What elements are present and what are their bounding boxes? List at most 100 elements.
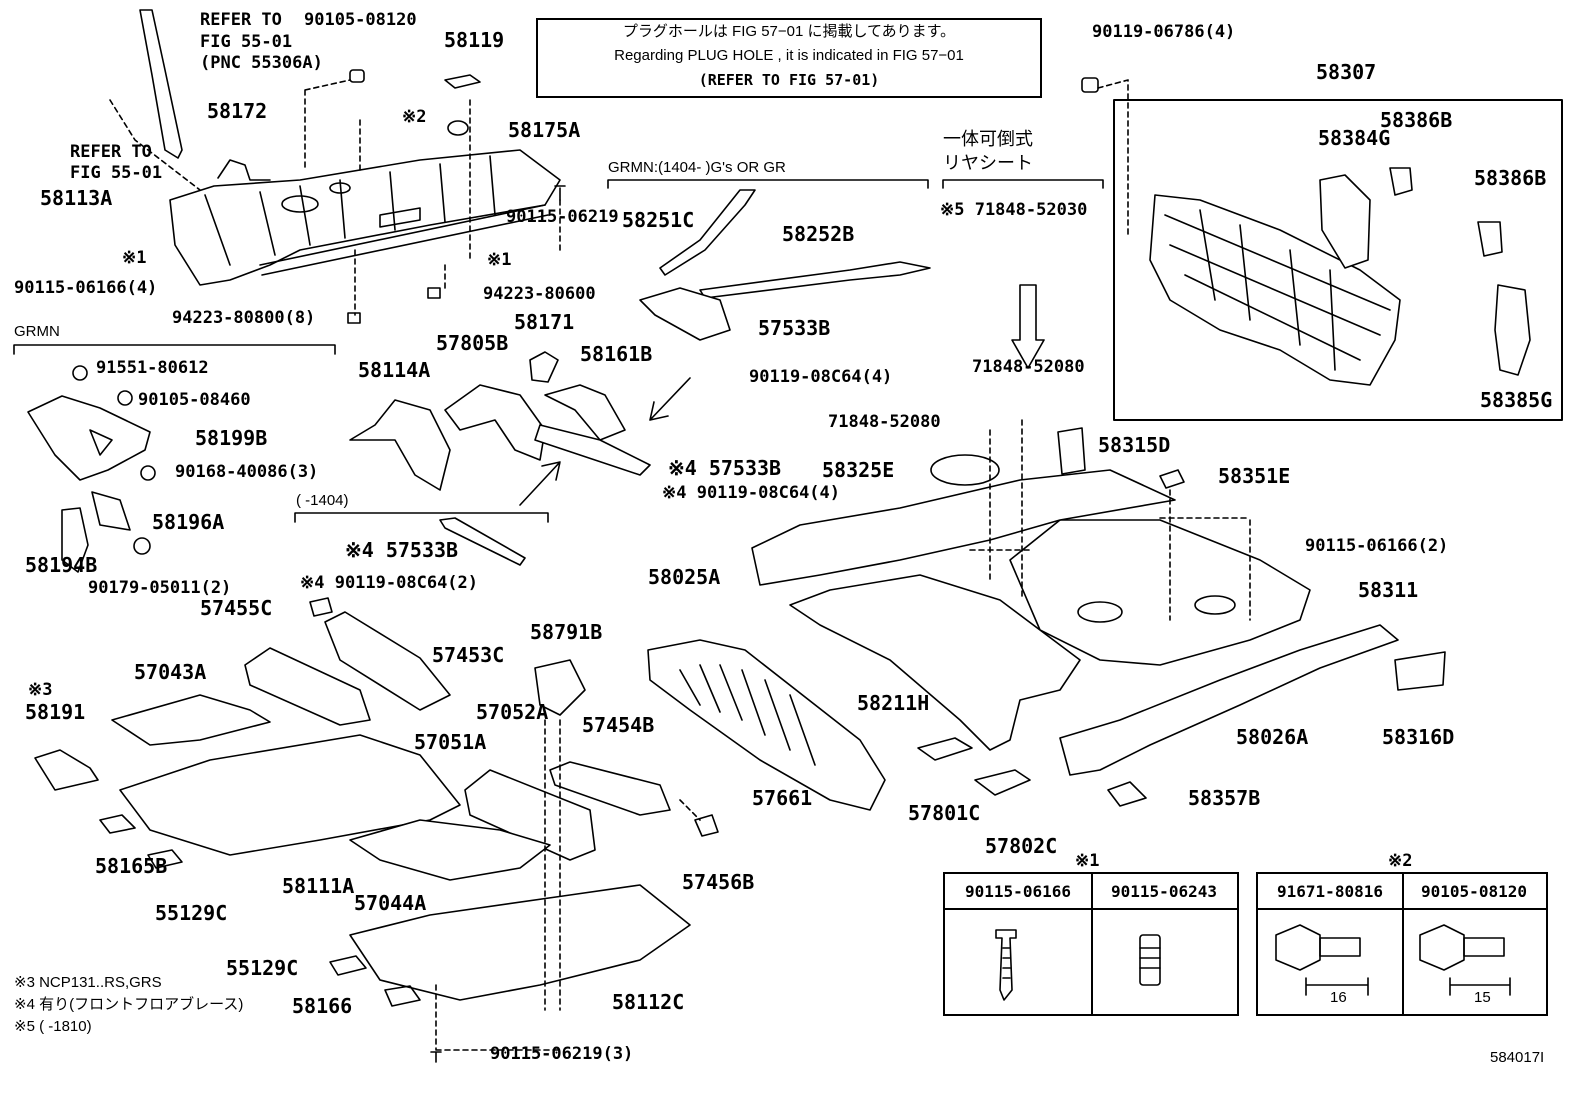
label-mark1-b: ※1 [487, 250, 512, 270]
clip-57456b [694, 814, 719, 837]
label-58316d: 58316D [1382, 725, 1455, 749]
notice-line-en: Regarding PLUG HOLE , it is indicated in… [614, 47, 964, 64]
bracket-58199b [27, 395, 151, 481]
label-55129c-b: 55129C [226, 956, 299, 980]
label-90119-08c64-4a: 90119-08C64(4) [749, 367, 893, 387]
label-mark1-a: ※1 [122, 248, 147, 268]
part-58325e [930, 454, 1000, 486]
bracket-seat [942, 179, 1104, 189]
part-57533b-mid [534, 424, 651, 476]
label-mark3: ※3 [28, 680, 53, 700]
label-57456b: 57456B [682, 870, 755, 894]
label-90115-06219: 90115-06219 [506, 207, 619, 227]
part-58171 [529, 351, 559, 383]
label-58191: 58191 [25, 700, 86, 724]
part-57043a [111, 694, 271, 746]
rear-floor-58311 [1009, 519, 1311, 666]
label-58113a: 58113A [40, 186, 113, 210]
part-57044a [349, 819, 551, 881]
fastener-detail-1 [995, 929, 1161, 1001]
label-57044a: 57044A [354, 891, 427, 915]
table2-dim2: 15 [1474, 989, 1491, 1006]
notice-line-jp: プラグホールは FIG 57−01 に掲載してあります。 [622, 23, 956, 40]
leader-dashes-58307 [1097, 79, 1129, 236]
bolt-90105-08460 [117, 390, 133, 406]
label-58165b: 58165B [95, 854, 168, 878]
part-58194b [61, 507, 89, 573]
label-57453c: 57453C [432, 643, 505, 667]
notice-line-refer: (REFER TO FIG 57-01) [698, 71, 880, 89]
label-58311: 58311 [1358, 578, 1419, 602]
part-58357b [1107, 781, 1147, 807]
table2: 91671-80816 90105-08120 [1256, 872, 1548, 1016]
label-57455c: 57455C [200, 596, 273, 620]
label-57802c: 57802C [985, 834, 1058, 858]
part-57533b-low [439, 517, 526, 566]
label-58251c: 58251C [622, 208, 695, 232]
table2-col2: 90105-08120 [1402, 874, 1546, 910]
panel-57661 [647, 639, 886, 811]
nut-94223-80800 [347, 312, 361, 324]
table1-col2: 90115-06243 [1091, 874, 1237, 910]
label-90115-06166-2: 90115-06166(2) [1305, 536, 1449, 556]
label-57052a: 57052A [476, 700, 549, 724]
label-57801c: 57801C [908, 801, 981, 825]
arrow-down-big [1011, 284, 1045, 369]
leader-dashes-bottom [435, 719, 701, 1051]
bracket-58172 [217, 159, 271, 181]
table1-col1: 90115-06166 [945, 874, 1091, 910]
label-jp-seat-1: 一体可倒式 [943, 129, 1033, 149]
footnote-3: ※3 NCP131..RS,GRS [14, 974, 162, 991]
label-58171: 58171 [514, 310, 575, 334]
label-grmn: GRMN [14, 323, 60, 340]
part-58196a [91, 491, 131, 531]
footnote-4: ※4 有り(フロントフロアブレース) [14, 996, 244, 1013]
part-58166 [384, 985, 421, 1007]
side-member-58026a [1059, 624, 1399, 776]
label-57043a: 57043A [134, 660, 207, 684]
arrow-diagonal-a [649, 377, 691, 421]
part-57051a [244, 647, 371, 726]
part-57453c [324, 611, 451, 711]
bolt-90115-06219-3 [430, 1051, 442, 1063]
label-grmn-range: GRMN:(1404- )G's OR GR [608, 159, 786, 176]
table1-divider [1091, 874, 1093, 1014]
label-58026a: 58026A [1236, 725, 1309, 749]
label-58161b: 58161B [580, 342, 653, 366]
bracket-range-1404 [294, 512, 549, 523]
part-58165b [99, 814, 136, 834]
label-58199b: 58199B [195, 426, 268, 450]
label-90179-05011: 90179-05011(2) [88, 578, 232, 598]
brace-57533b-top [639, 287, 731, 341]
label-57051a: 57051A [414, 730, 487, 754]
part-58191 [34, 749, 99, 791]
label-58111a: 58111A [282, 874, 355, 898]
notice-box: プラグホールは FIG 57−01 に掲載してあります。 Regarding P… [536, 18, 1042, 98]
part-55129c-b [329, 955, 367, 976]
bolt-90115-06219 [554, 185, 566, 201]
label-90168-40086: 90168-40086(3) [175, 462, 319, 482]
footnote-5: ※5 ( -1810) [14, 1018, 92, 1035]
label-58384g: 58384G [1318, 126, 1391, 150]
label-90105-08460: 90105-08460 [138, 390, 251, 410]
label-91551-80612: 91551-80612 [96, 358, 209, 378]
part-58161b [544, 384, 626, 441]
label-58211h: 58211H [857, 691, 930, 715]
bolt-91551 [72, 365, 88, 381]
bracket-grmn [13, 344, 336, 355]
label-90105-08120: 90105-08120 [304, 10, 417, 30]
nut-94223-80600 [427, 287, 441, 299]
label-refer-c: (PNC 55306A) [200, 53, 323, 73]
arrow-diagonal-b [519, 461, 561, 506]
label-571848-52030: ※5 71848-52030 [940, 200, 1088, 220]
brace-58251c [659, 189, 756, 276]
label-refer-a: REFER TO [200, 10, 282, 30]
label-58194b: 58194B [25, 553, 98, 577]
label-90115-06166-4: 90115-06166(4) [14, 278, 158, 298]
bolt-90105-08120 [349, 69, 365, 83]
part-58119 [444, 74, 481, 89]
label-58351e: 58351E [1218, 464, 1291, 488]
bracket-grmn-range [607, 179, 929, 189]
label-58025a: 58025A [648, 565, 721, 589]
